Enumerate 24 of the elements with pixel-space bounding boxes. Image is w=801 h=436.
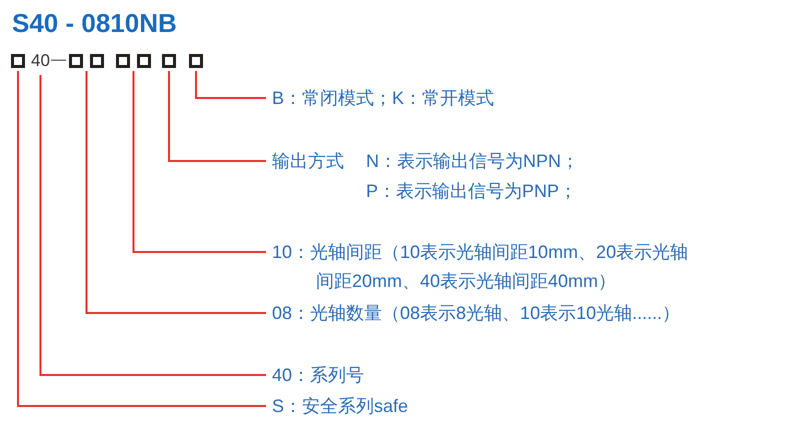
placeholder-box xyxy=(11,54,25,68)
placeholder-box xyxy=(162,54,176,68)
placeholder-box xyxy=(90,54,104,68)
placeholder-box xyxy=(116,54,130,68)
leader-line xyxy=(195,71,266,99)
leader-line xyxy=(86,71,266,314)
description-heading: 输出方式 xyxy=(272,150,344,172)
placeholder-box xyxy=(137,54,151,68)
description-text: B：常闭模式；K：常开模式 xyxy=(272,87,494,109)
leader-line xyxy=(39,75,266,376)
placeholder-box xyxy=(69,54,83,68)
separator-dash: — xyxy=(51,50,66,70)
description-text: N：表示输出信号为NPN； xyxy=(366,150,580,172)
leader-line xyxy=(132,71,266,253)
description-text: 10：光轴间距（10表示光轴间距10mm、20表示光轴间距20mm、40表示光轴间距40mm） xyxy=(272,238,697,296)
leader-line xyxy=(168,71,266,162)
title: S40 - 0810NB xyxy=(12,7,177,39)
description-text: S：安全系列safe xyxy=(272,395,408,417)
description-text: 40：系列号 xyxy=(272,364,364,386)
code-digits: 40 xyxy=(31,50,50,72)
description-text: P：表示输出信号为PNP； xyxy=(366,180,578,202)
description-text: 08：光轴数量（08表示8光轴、10表示10光轴......） xyxy=(272,302,680,324)
placeholder-box xyxy=(189,54,203,68)
leader-line xyxy=(17,71,266,407)
